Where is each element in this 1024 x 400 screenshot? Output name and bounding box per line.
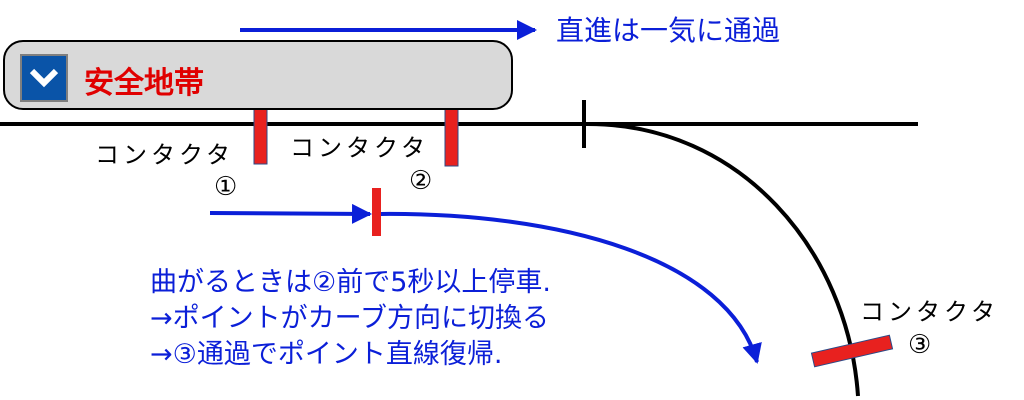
contactor-1-label: コンタクタ [95,141,235,169]
contactor-3-number: ③ [908,330,932,360]
contactor-2-number: ② [409,166,433,196]
contactor-3-label: コンタクタ [860,298,1000,326]
header-note: 直進は一気に通過 [556,14,781,47]
approach-arrow [209,203,372,224]
safety-zone-label: 安全地帯 [84,66,204,101]
chevron-down-icon [20,54,68,102]
instruction-line-3: →③通過でポイント直線復帰. [150,339,503,370]
contactor-3-bar [810,334,894,368]
turning-route-arrow [377,211,762,364]
instruction-line-1: 曲がるときは②前で5秒以上停車. [150,267,551,298]
contactor-2-label: コンタクタ [290,134,430,162]
safety-zone-box [3,40,513,110]
stop-marker [372,188,381,236]
contactor-1-number: ① [214,172,238,202]
curved-branch-track [587,122,860,397]
instruction-line-2: →ポイントがカーブ方向に切換る [150,303,550,334]
